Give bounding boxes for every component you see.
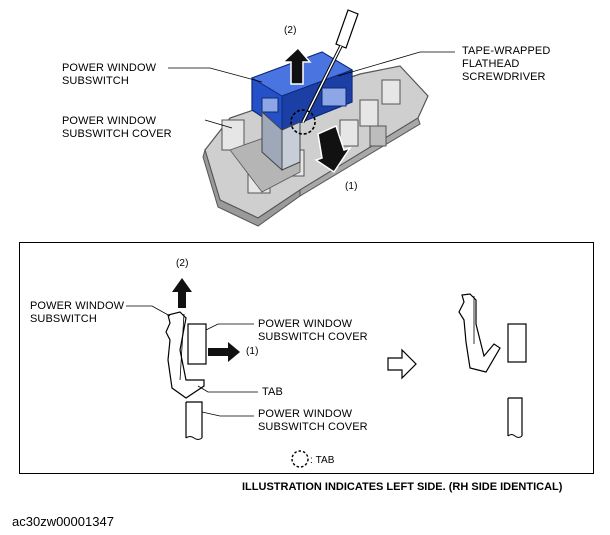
tab-legend-circle-icon	[291, 450, 309, 468]
top-illustration	[168, 9, 455, 227]
arrow-push-icon	[314, 124, 352, 174]
transition-arrow-icon	[387, 348, 417, 380]
cover-upper-right	[507, 323, 527, 363]
label-power-window-subswitch-cover: POWER WINDOW SUBSWITCH COVER	[62, 115, 172, 140]
arrow-up-icon	[281, 46, 312, 85]
step-label-2-top: (2)	[284, 25, 297, 36]
detail-label-power-window-subswitch: POWER WINDOW SUBSWITCH	[30, 300, 125, 325]
detail-label-tab: TAB	[262, 386, 283, 398]
cover-lower-right	[507, 397, 523, 438]
detail-step-label-2: (2)	[176, 258, 189, 269]
detail-label-cover-upper: POWER WINDOW SUBSWITCH COVER	[258, 318, 368, 343]
document-id: ac30zw00001347	[12, 514, 114, 529]
tab-marker-circle	[290, 109, 316, 135]
subswitch-profile-right	[458, 293, 501, 373]
subswitch-profile-left	[165, 311, 205, 399]
cover-lower-left	[185, 401, 203, 440]
detail-label-cover-lower: POWER WINDOW SUBSWITCH COVER	[258, 408, 368, 433]
detail-step-label-1: (1)	[246, 346, 259, 357]
detail-box	[19, 242, 594, 474]
detail-arrow-up-icon	[172, 278, 192, 308]
label-power-window-subswitch: POWER WINDOW SUBSWITCH	[62, 62, 157, 87]
detail-arrow-right-icon	[208, 342, 240, 362]
detail-drawing	[126, 278, 527, 468]
tab-legend-label: : TAB	[310, 455, 335, 466]
label-tape-wrapped-screwdriver: TAPE-WRAPPED FLATHEAD SCREWDRIVER	[462, 45, 551, 83]
screwdriver-drawing	[301, 9, 359, 123]
step-label-1-top: (1)	[345, 181, 358, 192]
cover-upper-left	[187, 323, 207, 365]
illustration-side-note: ILLUSTRATION INDICATES LEFT SIDE. (RH SI…	[242, 481, 563, 493]
